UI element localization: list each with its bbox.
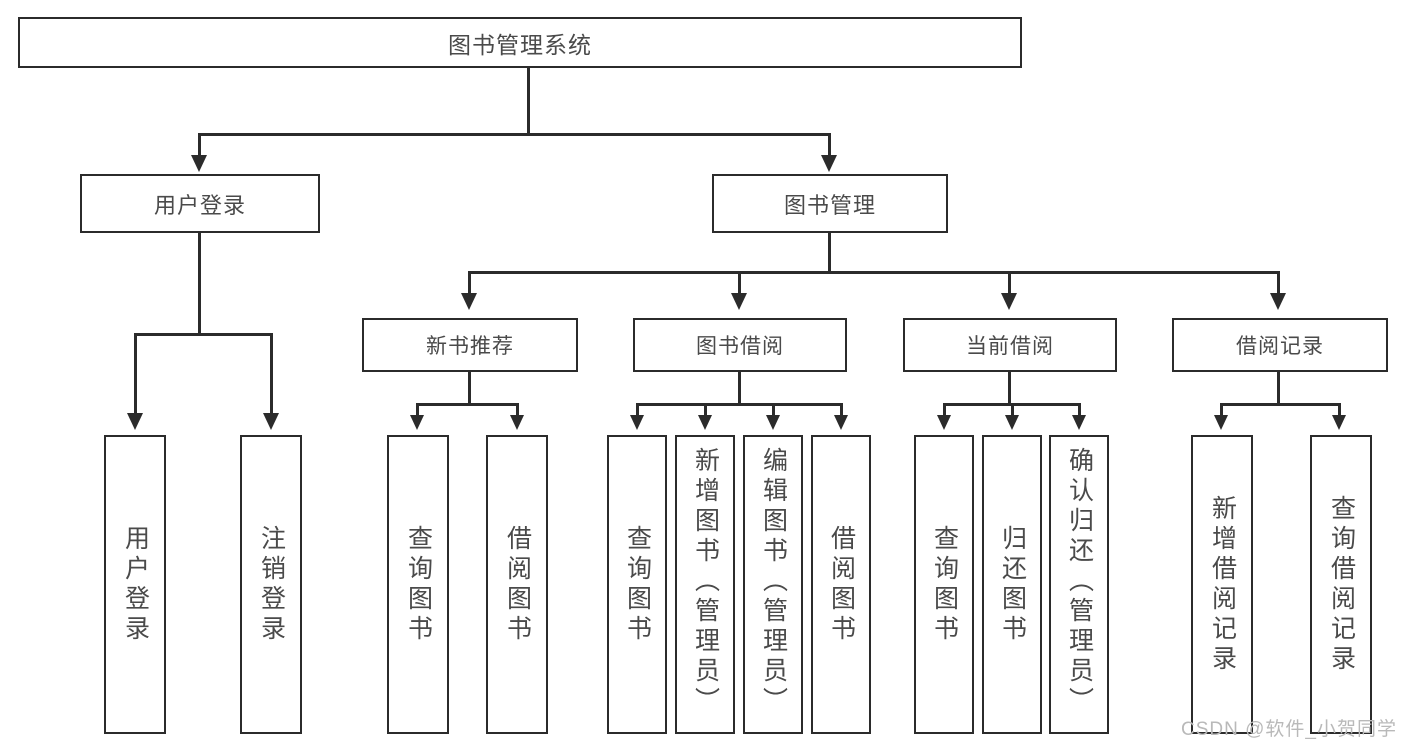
node-label: 借阅记录 [1236,335,1324,358]
node-label: 图书管理 [783,192,876,218]
node-label: 借阅图书 [827,524,856,645]
connector-book-manage-drop-1 [468,271,471,295]
arrowhead-to-user-login [191,155,207,172]
node-label: 图书管理系统 [448,31,592,58]
node-book-manage[interactable]: 图书管理 [712,174,948,233]
leaf-book-borrow-add[interactable]: 新增图书（管理员） [675,435,735,734]
arrowhead-new-book-2 [510,415,524,430]
arrowhead-user-login-2 [263,413,279,430]
arrowhead-current-borrow-1 [937,415,951,430]
leaf-book-borrow-edit[interactable]: 编辑图书（管理员） [743,435,803,734]
leaf-user-login-logout[interactable]: 注销登录 [240,435,302,734]
node-label: 用户登录 [121,524,150,645]
connector-root-drop-left [198,133,201,157]
leaf-borrow-record-query[interactable]: 查询借阅记录 [1310,435,1372,734]
node-new-book-recommend[interactable]: 新书推荐 [362,318,578,372]
connector-book-borrow-drop-3 [772,403,775,419]
leaf-book-borrow-borrow[interactable]: 借阅图书 [811,435,871,734]
arrowhead-to-book-manage [821,155,837,172]
connector-book-manage-drop-3 [1008,271,1011,295]
node-current-borrow[interactable]: 当前借阅 [903,318,1117,372]
leaf-current-borrow-return[interactable]: 归还图书 [982,435,1042,734]
connector-root-stem [527,68,530,135]
node-label: 当前借阅 [966,335,1054,358]
connector-root-drop-right [828,133,831,157]
connector-user-login-bus [134,333,273,336]
connector-book-manage-drop-2 [738,271,741,295]
leaf-borrow-record-add[interactable]: 新增借阅记录 [1191,435,1253,734]
node-label: 查询图书 [404,524,433,645]
arrowhead-book-borrow-2 [698,415,712,430]
arrowhead-current-borrow-3 [1072,415,1086,430]
arrowhead-to-borrow-record [1270,293,1286,310]
leaf-user-login-login[interactable]: 用户登录 [104,435,166,734]
leaf-current-borrow-query[interactable]: 查询图书 [914,435,974,734]
connector-new-book-drop-1 [416,403,419,419]
node-label: 归还图书 [998,524,1027,645]
arrowhead-book-borrow-4 [834,415,848,430]
connector-book-borrow-drop-2 [704,403,707,419]
node-label: 查询借阅记录 [1327,494,1356,675]
connector-root-bus [198,133,831,136]
connector-book-borrow-drop-1 [636,403,639,419]
leaf-new-book-borrow[interactable]: 借阅图书 [486,435,548,734]
connector-borrow-record-drop-1 [1220,403,1223,419]
arrowhead-new-book-1 [410,415,424,430]
connector-book-manage-stem [828,233,831,274]
node-book-borrow[interactable]: 图书借阅 [633,318,847,372]
connector-borrow-record-bus [1220,403,1341,406]
arrowhead-to-new-book-rec [461,293,477,310]
node-label: 注销登录 [257,524,286,645]
connector-current-borrow-drop-3 [1078,403,1081,419]
connector-book-borrow-stem [738,372,741,405]
connector-new-book-drop-2 [516,403,519,419]
node-label: 查询图书 [930,524,959,645]
connector-user-login-stem [198,233,201,335]
node-label: 图书借阅 [696,335,784,358]
connector-book-borrow-bus [636,403,843,406]
arrowhead-current-borrow-2 [1005,415,1019,430]
connector-book-borrow-drop-4 [840,403,843,419]
connector-current-borrow-drop-1 [943,403,946,419]
node-label: 新增图书（管理员） [691,447,720,717]
node-user-login[interactable]: 用户登录 [80,174,320,233]
connector-book-manage-drop-4 [1277,271,1280,295]
node-label: 确认归还（管理员） [1065,447,1094,717]
node-label: 新书推荐 [426,335,514,358]
leaf-book-borrow-query[interactable]: 查询图书 [607,435,667,734]
arrowhead-to-current-borrow [1001,293,1017,310]
connector-current-borrow-drop-2 [1011,403,1014,419]
arrowhead-borrow-record-1 [1214,415,1228,430]
connector-book-manage-bus [468,271,1280,274]
arrowhead-borrow-record-2 [1332,415,1346,430]
node-borrow-record[interactable]: 借阅记录 [1172,318,1388,372]
node-label: 新增借阅记录 [1208,494,1237,675]
arrowhead-user-login-1 [127,413,143,430]
arrowhead-book-borrow-1 [630,415,644,430]
node-label: 编辑图书（管理员） [759,447,788,717]
connector-borrow-record-stem [1277,372,1280,405]
arrowhead-to-book-borrow [731,293,747,310]
connector-user-login-drop-2 [270,333,273,415]
connector-new-book-bus [416,403,519,406]
node-root-system[interactable]: 图书管理系统 [18,17,1022,68]
connector-user-login-drop-1 [134,333,137,415]
connector-new-book-stem [468,372,471,405]
node-label: 借阅图书 [503,524,532,645]
connector-current-borrow-stem [1008,372,1011,405]
connector-borrow-record-drop-2 [1338,403,1341,419]
arrowhead-book-borrow-3 [766,415,780,430]
leaf-new-book-query[interactable]: 查询图书 [387,435,449,734]
node-label: 查询图书 [623,524,652,645]
node-label: 用户登录 [153,192,246,218]
leaf-current-borrow-confirm[interactable]: 确认归还（管理员） [1049,435,1109,734]
